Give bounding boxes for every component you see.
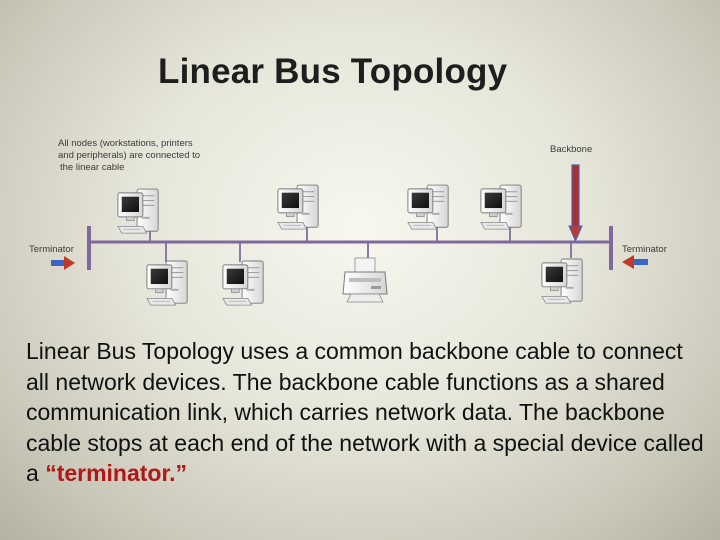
workstation-icon	[407, 184, 449, 230]
node-caption-line-1: All nodes (workstations, printers	[58, 138, 193, 149]
left-terminator-label: Terminator	[29, 244, 74, 255]
node-caption-line-2: and peripherals) are connected to	[58, 150, 200, 161]
description-text: Linear Bus Topology uses a common backbo…	[26, 338, 704, 486]
slide-title: Linear Bus Topology	[158, 52, 508, 91]
workstation-icon	[117, 188, 159, 234]
bus-topology-diagram: All nodes (workstations, printers and pe…	[29, 138, 667, 306]
workstation-icon	[541, 258, 583, 304]
terminator-highlight: “terminator.”	[45, 460, 188, 486]
workstation-icon	[146, 260, 188, 306]
node-caption-line-3: the linear cable	[60, 162, 124, 173]
workstation-icon	[277, 184, 319, 230]
workstation-icon	[480, 184, 522, 230]
printer-icon	[342, 257, 388, 303]
right-terminator-arrow-icon	[622, 255, 648, 269]
workstation-icon	[222, 260, 264, 306]
left-terminator-arrow-icon	[51, 256, 75, 270]
topology-description: Linear Bus Topology uses a common backbo…	[26, 336, 706, 489]
backbone-label: Backbone	[550, 144, 592, 155]
backbone-arrow-icon	[568, 164, 583, 243]
right-terminator-label: Terminator	[622, 244, 667, 255]
